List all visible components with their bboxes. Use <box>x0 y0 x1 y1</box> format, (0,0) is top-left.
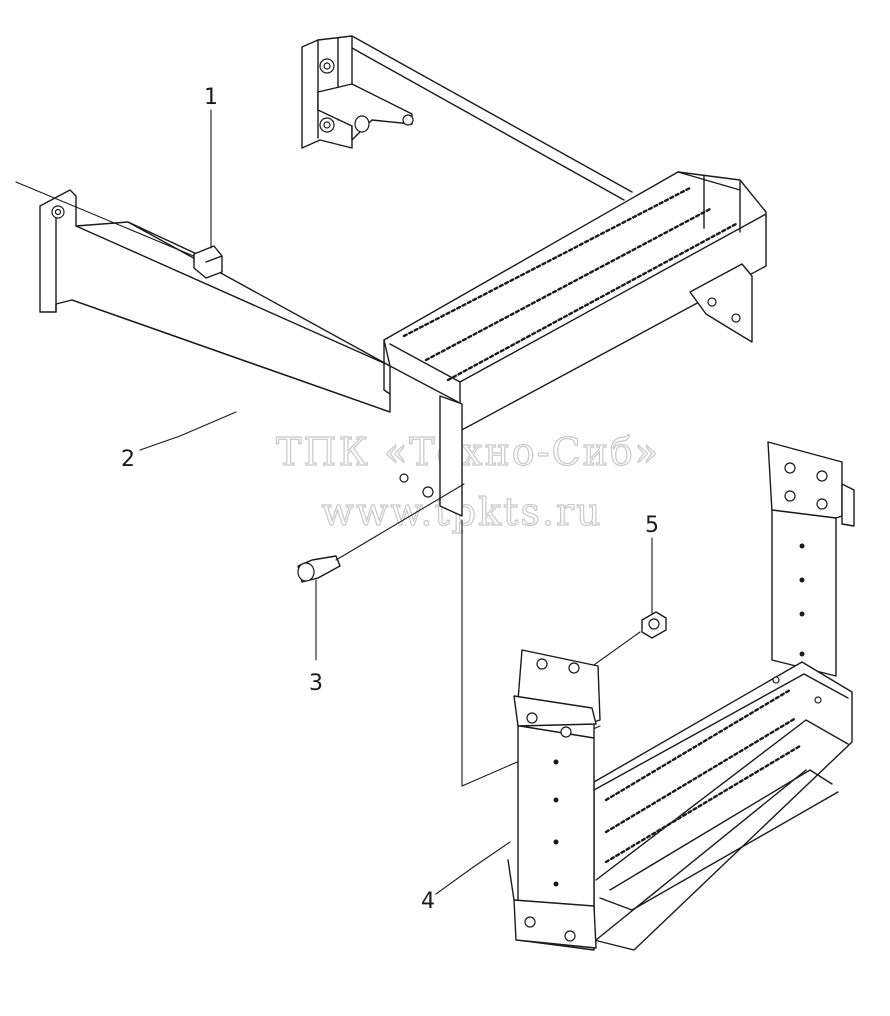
callout-4: 4 <box>421 889 435 914</box>
front-arm <box>39 189 391 413</box>
callout-2: 2 <box>121 447 135 472</box>
tread-flange <box>439 395 463 517</box>
leader-lines <box>139 411 511 895</box>
hex-bolt-icon <box>193 245 223 279</box>
callouts: 1 2 3 4 5 <box>121 85 659 914</box>
lower-step <box>507 441 855 951</box>
gusset <box>317 83 413 141</box>
watermark: ТПК «Техно-Сиб» www.tpkts.ru <box>275 429 660 534</box>
leader-2 <box>139 411 237 451</box>
upper-step-tread <box>383 171 767 433</box>
watermark-company: ТПК «Техно-Сиб» <box>276 430 660 474</box>
callout-1: 1 <box>204 85 218 110</box>
leader-4 <box>435 841 511 895</box>
bolt-part-1 <box>15 109 223 279</box>
bolt-part-3 <box>297 483 465 661</box>
upper-step-bracket <box>39 35 767 517</box>
callout-5: 5 <box>645 513 659 538</box>
right-hanger-strap <box>767 441 843 677</box>
callout-3: 3 <box>309 671 323 696</box>
